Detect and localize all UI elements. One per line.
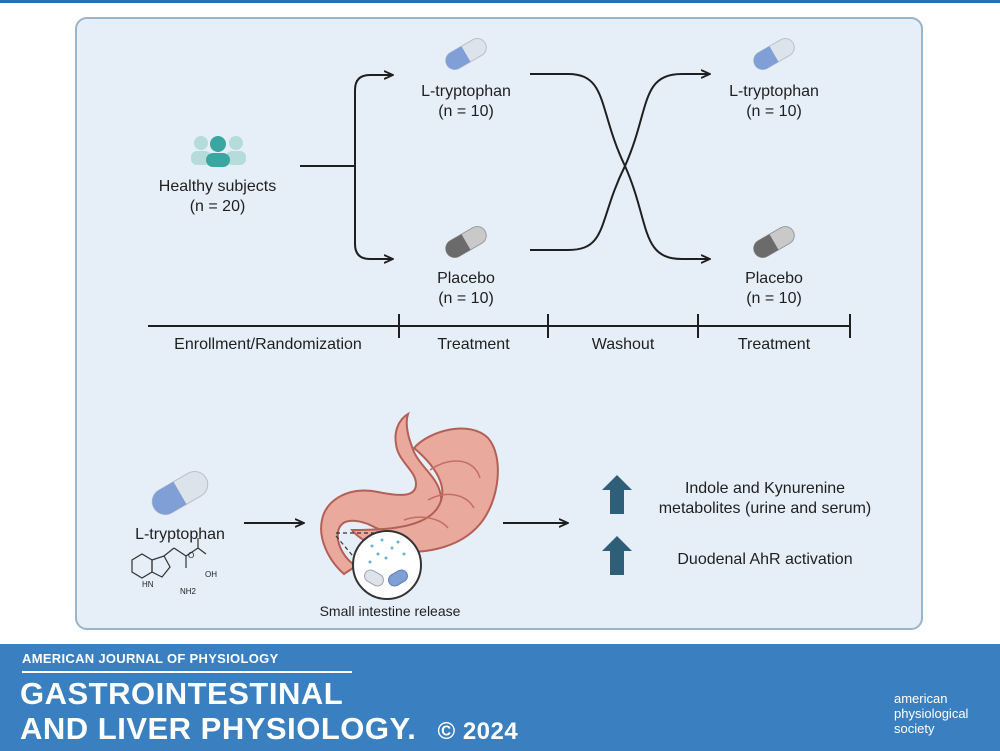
subjects-count-text: (n = 20): [189, 198, 246, 215]
publisher-line1: american: [894, 691, 948, 706]
journal-title-line1: GASTROINTESTINAL: [20, 676, 344, 711]
journal-title-line2: AND LIVER PHYSIOLOGY. © 2024: [20, 711, 518, 747]
outcome1-line2: metabolites (urine and serum): [658, 500, 872, 517]
subjects-label-text: Healthy subjects: [158, 178, 277, 195]
molecule-o-label: O: [188, 551, 195, 560]
pill-icon-ltrp-1: [445, 38, 487, 70]
outcome-ahr: Duodenal AhR activation: [677, 551, 853, 568]
arm2-top-count-text: (n = 10): [746, 103, 802, 120]
arm2-placebo-label: Placebo (n = 10): [714, 269, 834, 309]
pill-icon-mechanism: [151, 471, 209, 515]
arm1-bottom-label-text: Placebo: [437, 270, 495, 287]
arm1-ltryptophan-label: L-tryptophan (n = 10): [406, 82, 526, 122]
increase-arrow-icon: [602, 536, 632, 575]
molecule-oh-label: OH: [205, 570, 217, 579]
arm1-placebo-label: Placebo (n = 10): [406, 269, 526, 309]
journal-title-line2-text: AND LIVER PHYSIOLOGY.: [20, 711, 417, 746]
pill-icon-placebo-1: [445, 226, 487, 258]
outcome1-line1: Indole and Kynurenine: [684, 480, 846, 497]
arm2-ltryptophan-label: L-tryptophan (n = 10): [714, 82, 834, 122]
arm2-bottom-label-text: Placebo: [745, 270, 803, 287]
copyright-text: © 2024: [437, 718, 519, 745]
arm2-bottom-count-text: (n = 10): [746, 290, 802, 307]
abstract-panel: [75, 17, 923, 630]
molecule-nh2-label: NH2: [180, 587, 197, 596]
molecule-hn-label: HN: [142, 580, 154, 589]
healthy-subjects-label: Healthy subjects (n = 20): [140, 177, 295, 217]
arm2-top-label-text: L-tryptophan: [729, 83, 819, 100]
arm1-bottom-count-text: (n = 10): [438, 290, 494, 307]
journal-name: AMERICAN JOURNAL OF PHYSIOLOGY: [22, 651, 279, 666]
publisher-line2: physiological: [894, 706, 969, 721]
publisher-name: american physiological society: [894, 691, 968, 736]
people-icon: [191, 136, 246, 167]
phase-washout: Washout: [591, 336, 655, 353]
outcome-metabolites: Indole and Kynurenine metabolites (urine…: [640, 479, 890, 519]
randomization-arrows: [300, 75, 393, 259]
release-label: Small intestine release: [319, 603, 461, 619]
crossover-arrows: [530, 74, 710, 259]
phase-treatment-1: Treatment: [437, 336, 510, 353]
pill-icon-ltrp-2: [753, 38, 795, 70]
timeline-axis: [148, 314, 851, 338]
pill-icon-placebo-2: [753, 226, 795, 258]
tryptophan-molecule-icon: [131, 538, 207, 579]
phase-enrollment: Enrollment/Randomization: [174, 336, 362, 353]
journal-footer: [0, 644, 1000, 751]
journal-divider: [22, 671, 352, 673]
stomach-illustration: [320, 411, 499, 600]
publisher-line3: society: [894, 721, 935, 736]
increase-arrow-icon: [602, 475, 632, 514]
mechanism-drug-label: L-tryptophan: [135, 526, 225, 543]
arm1-top-label-text: L-tryptophan: [421, 83, 511, 100]
arm1-top-count-text: (n = 10): [438, 103, 494, 120]
top-rule: [0, 0, 1000, 3]
phase-treatment-2: Treatment: [737, 336, 811, 353]
